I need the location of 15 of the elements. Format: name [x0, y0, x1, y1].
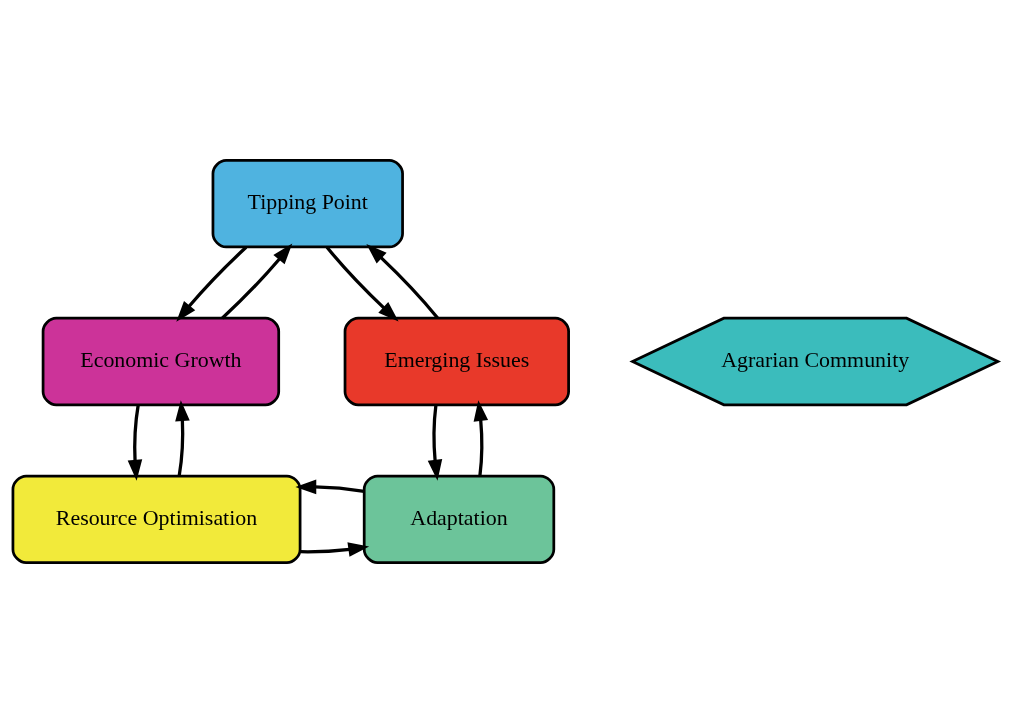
arrow	[295, 479, 365, 494]
node-box: Economic Growth	[41, 316, 281, 406]
arrow	[176, 245, 248, 322]
node-box: Adaptation	[362, 474, 556, 564]
arrow	[366, 243, 439, 319]
node-box: Emerging Issues	[343, 316, 570, 406]
arrow	[300, 541, 370, 557]
arrow	[427, 404, 443, 481]
node-box: Tipping Point	[211, 158, 404, 248]
arrow	[127, 404, 143, 481]
node-box: Resource Optimisation	[11, 474, 302, 564]
arrow	[221, 242, 293, 319]
arrow	[175, 399, 190, 476]
arrow	[325, 245, 399, 322]
arrow	[473, 399, 489, 476]
